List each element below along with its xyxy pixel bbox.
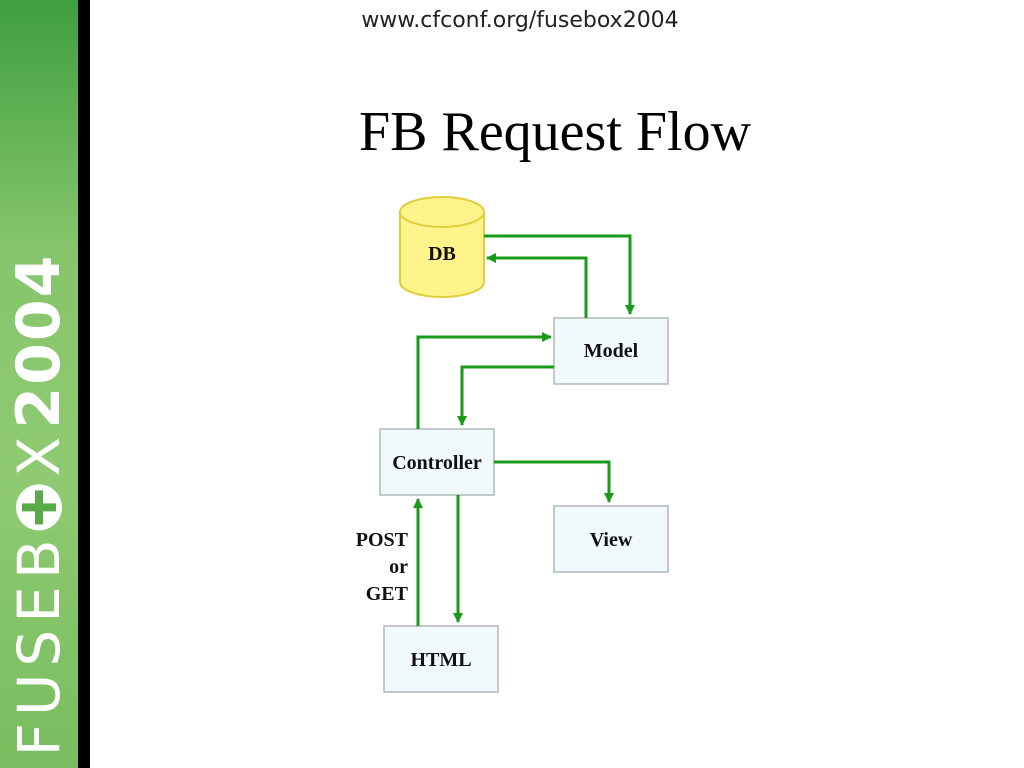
arrow-db-to-model	[484, 234, 636, 316]
db-node: DB	[399, 196, 485, 298]
arrow-controller-to-view	[494, 460, 615, 504]
arrow-controller-to-model	[416, 331, 553, 429]
request-label-line-3: GET	[366, 583, 409, 605]
request-method-label: POST or GET	[356, 529, 409, 605]
html-label: HTML	[410, 649, 471, 671]
model-label: Model	[584, 340, 639, 362]
request-label-line-2: or	[389, 556, 408, 578]
sidebar-divider	[78, 0, 90, 768]
view-label: View	[590, 529, 633, 551]
view-node: View	[553, 505, 669, 573]
html-node: HTML	[383, 625, 499, 693]
controller-label: Controller	[392, 452, 482, 474]
arrow-model-to-db	[485, 252, 588, 318]
page-title: FB Request Flow	[358, 101, 752, 163]
request-label-line-1: POST	[356, 529, 409, 551]
db-label: DB	[428, 243, 456, 265]
controller-node: Controller	[379, 428, 495, 496]
sidebar-band	[0, 0, 78, 768]
site-url: www.cfconf.org/fusebox2004	[361, 8, 679, 33]
arrow-model-to-controller	[456, 365, 554, 427]
model-node: Model	[553, 317, 669, 385]
